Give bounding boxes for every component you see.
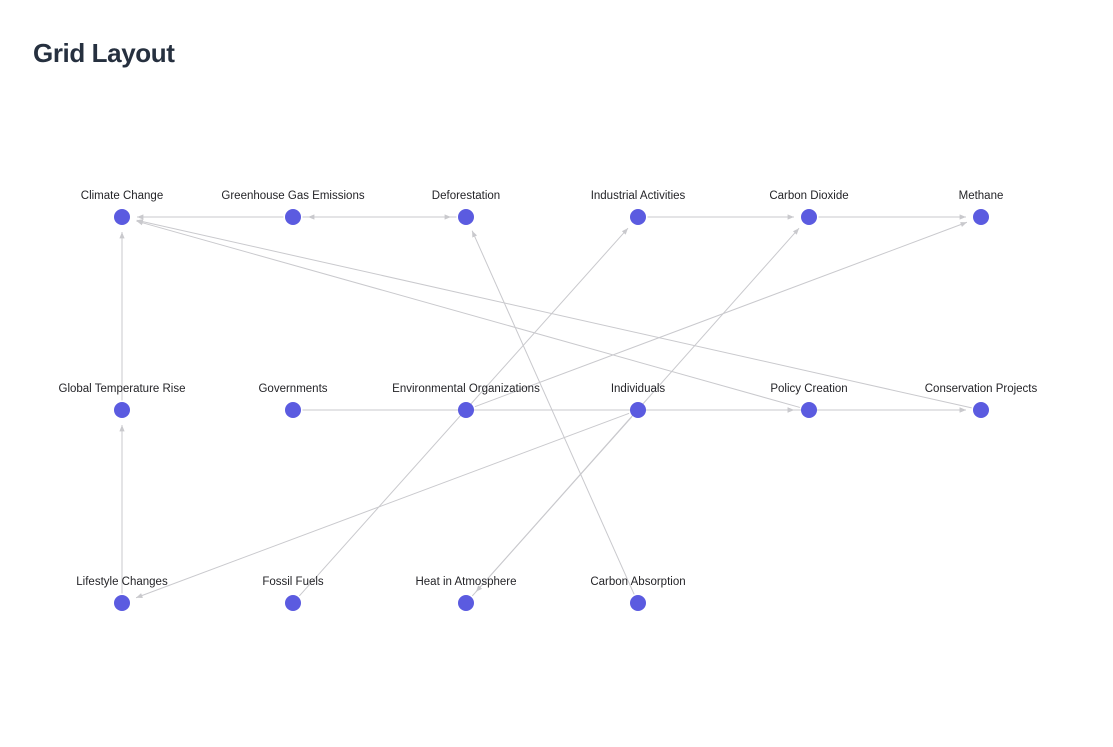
graph-node-greenhouse_gas[interactable] [285, 209, 301, 225]
graph-node-fossil_fuels[interactable] [285, 595, 301, 611]
graph-node-label-heat_in_atmosphere: Heat in Atmosphere [415, 576, 516, 588]
graph-node-label-lifestyle_changes: Lifestyle Changes [76, 576, 168, 588]
graph-node-deforestation[interactable] [458, 209, 474, 225]
graph-edge [135, 412, 630, 599]
graph-node-label-greenhouse_gas: Greenhouse Gas Emissions [221, 190, 364, 202]
graph-node-methane[interactable] [973, 209, 989, 225]
graph-node-climate_change[interactable] [114, 209, 130, 225]
graph-node-heat_in_atmosphere[interactable] [458, 595, 474, 611]
graph-edge [136, 220, 800, 408]
graph-node-label-industrial_activities: Industrial Activities [591, 190, 686, 202]
graph-node-label-deforestation: Deforestation [432, 190, 500, 202]
graph-edge [471, 230, 635, 595]
graph-node-lifestyle_changes[interactable] [114, 595, 130, 611]
graph-node-label-policy_creation: Policy Creation [770, 383, 847, 395]
graph-node-label-climate_change: Climate Change [81, 190, 163, 202]
graph-node-label-conservation_projects: Conservation Projects [925, 383, 1038, 395]
graph-node-label-carbon_absorption: Carbon Absorption [590, 576, 685, 588]
graph-node-conservation_projects[interactable] [973, 402, 989, 418]
graph-node-industrial_activities[interactable] [630, 209, 646, 225]
graph-node-governments[interactable] [285, 402, 301, 418]
graph-node-global_temp_rise[interactable] [114, 402, 130, 418]
graph-edge [474, 221, 968, 408]
graph-node-individuals[interactable] [630, 402, 646, 418]
nodes-layer[interactable] [114, 209, 989, 611]
graph-node-label-fossil_fuels: Fossil Fuels [262, 576, 324, 588]
graph-node-policy_creation[interactable] [801, 402, 817, 418]
graph-node-label-global_temp_rise: Global Temperature Rise [59, 383, 186, 395]
graph-node-label-carbon_dioxide: Carbon Dioxide [769, 190, 848, 202]
page-title: Grid Layout [33, 38, 175, 68]
graph-edge [136, 219, 972, 409]
graph-node-label-governments: Governments [258, 383, 327, 395]
graph-node-label-environmental_orgs: Environmental Organizations [392, 383, 540, 395]
edges-layer [119, 214, 972, 599]
graph-node-carbon_absorption[interactable] [630, 595, 646, 611]
labels-layer: Climate Change Greenhouse Gas Emissions De… [59, 190, 1038, 588]
graph-node-label-individuals: Individuals [611, 383, 666, 395]
graph-node-carbon_dioxide[interactable] [801, 209, 817, 225]
graph-node-label-methane: Methane [959, 190, 1004, 202]
graph-node-environmental_orgs[interactable] [458, 402, 474, 418]
